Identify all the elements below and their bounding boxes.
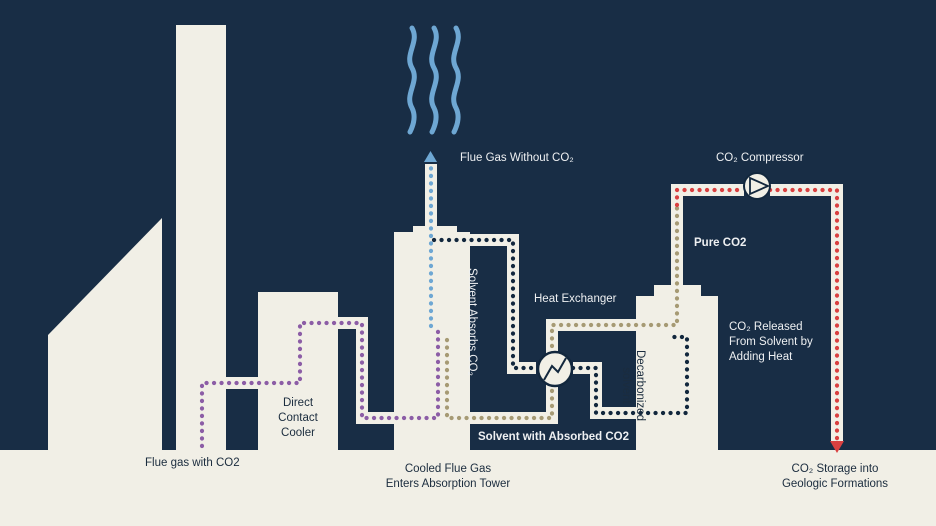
arrow-down-icon — [830, 441, 844, 453]
label-flue-gas-without-co2: Flue Gas Without CO₂ — [460, 152, 574, 164]
flow-pipes — [196, 161, 843, 449]
lean-solvent-pipe-upper — [431, 237, 539, 371]
compressor-icon — [743, 172, 771, 200]
label-co2-compressor: CO₂ Compressor — [716, 152, 804, 164]
lean-solvent-pipe-lower — [570, 334, 690, 416]
label-co2-released: CO₂ Released From Solvent by Adding Heat — [729, 320, 813, 365]
label-solvent-absorbs-co2: Solvent Absorbs CO₂ — [466, 268, 478, 377]
label-dcc-line1: Direct — [282, 397, 314, 409]
label-decarbonized-solvent-line1: Decarbonized — [634, 350, 646, 421]
label-direct-contact-cooler: Direct Contact Cooler — [270, 396, 326, 441]
label-co2-released-line1: CO₂ Released — [729, 321, 803, 333]
heat-exchanger-icon — [536, 350, 574, 388]
label-heat-exchanger: Heat Exchanger — [534, 293, 617, 305]
pure-co2-pipe-right — [767, 187, 840, 444]
label-flue-gas-with-co2: Flue gas with CO2 — [145, 457, 240, 469]
label-co2-storage-line1: CO₂ Storage into — [791, 463, 879, 475]
arrow-up-icon — [424, 151, 437, 162]
flue-gas-with-co2-pipe — [199, 320, 441, 449]
label-dcc-line3: Cooler — [281, 427, 315, 439]
label-co2-storage: CO₂ Storage into Geologic Formations — [770, 462, 900, 492]
label-pure-co2: Pure CO2 — [694, 237, 747, 249]
wavy-lines-icon — [407, 25, 461, 135]
label-solvent-with-absorbed-co2: Solvent with Absorbed CO2 — [478, 431, 630, 443]
label-cooled-flue-gas: Cooled Flue Gas Enters Absorption Tower — [368, 462, 528, 492]
label-cooled-flue-gas-line1: Cooled Flue Gas — [404, 463, 492, 475]
power-plant-roof — [48, 218, 162, 452]
label-co2-storage-line2: Geologic Formations — [781, 478, 889, 490]
label-decarbonized-solvent-line2: solvent — [620, 367, 632, 404]
label-co2-released-line3: Adding Heat — [729, 351, 793, 363]
ground — [0, 450, 936, 526]
rich-solvent-pipe — [444, 202, 680, 421]
pure-co2-pipe — [674, 187, 747, 208]
label-co2-released-line2: From Solvent by — [729, 336, 813, 348]
label-dcc-line2: Contact — [278, 412, 318, 424]
label-cooled-flue-gas-line2: Enters Absorption Tower — [385, 478, 511, 490]
label-decarbonized-solvent: Decarbonized solvent — [619, 350, 647, 421]
